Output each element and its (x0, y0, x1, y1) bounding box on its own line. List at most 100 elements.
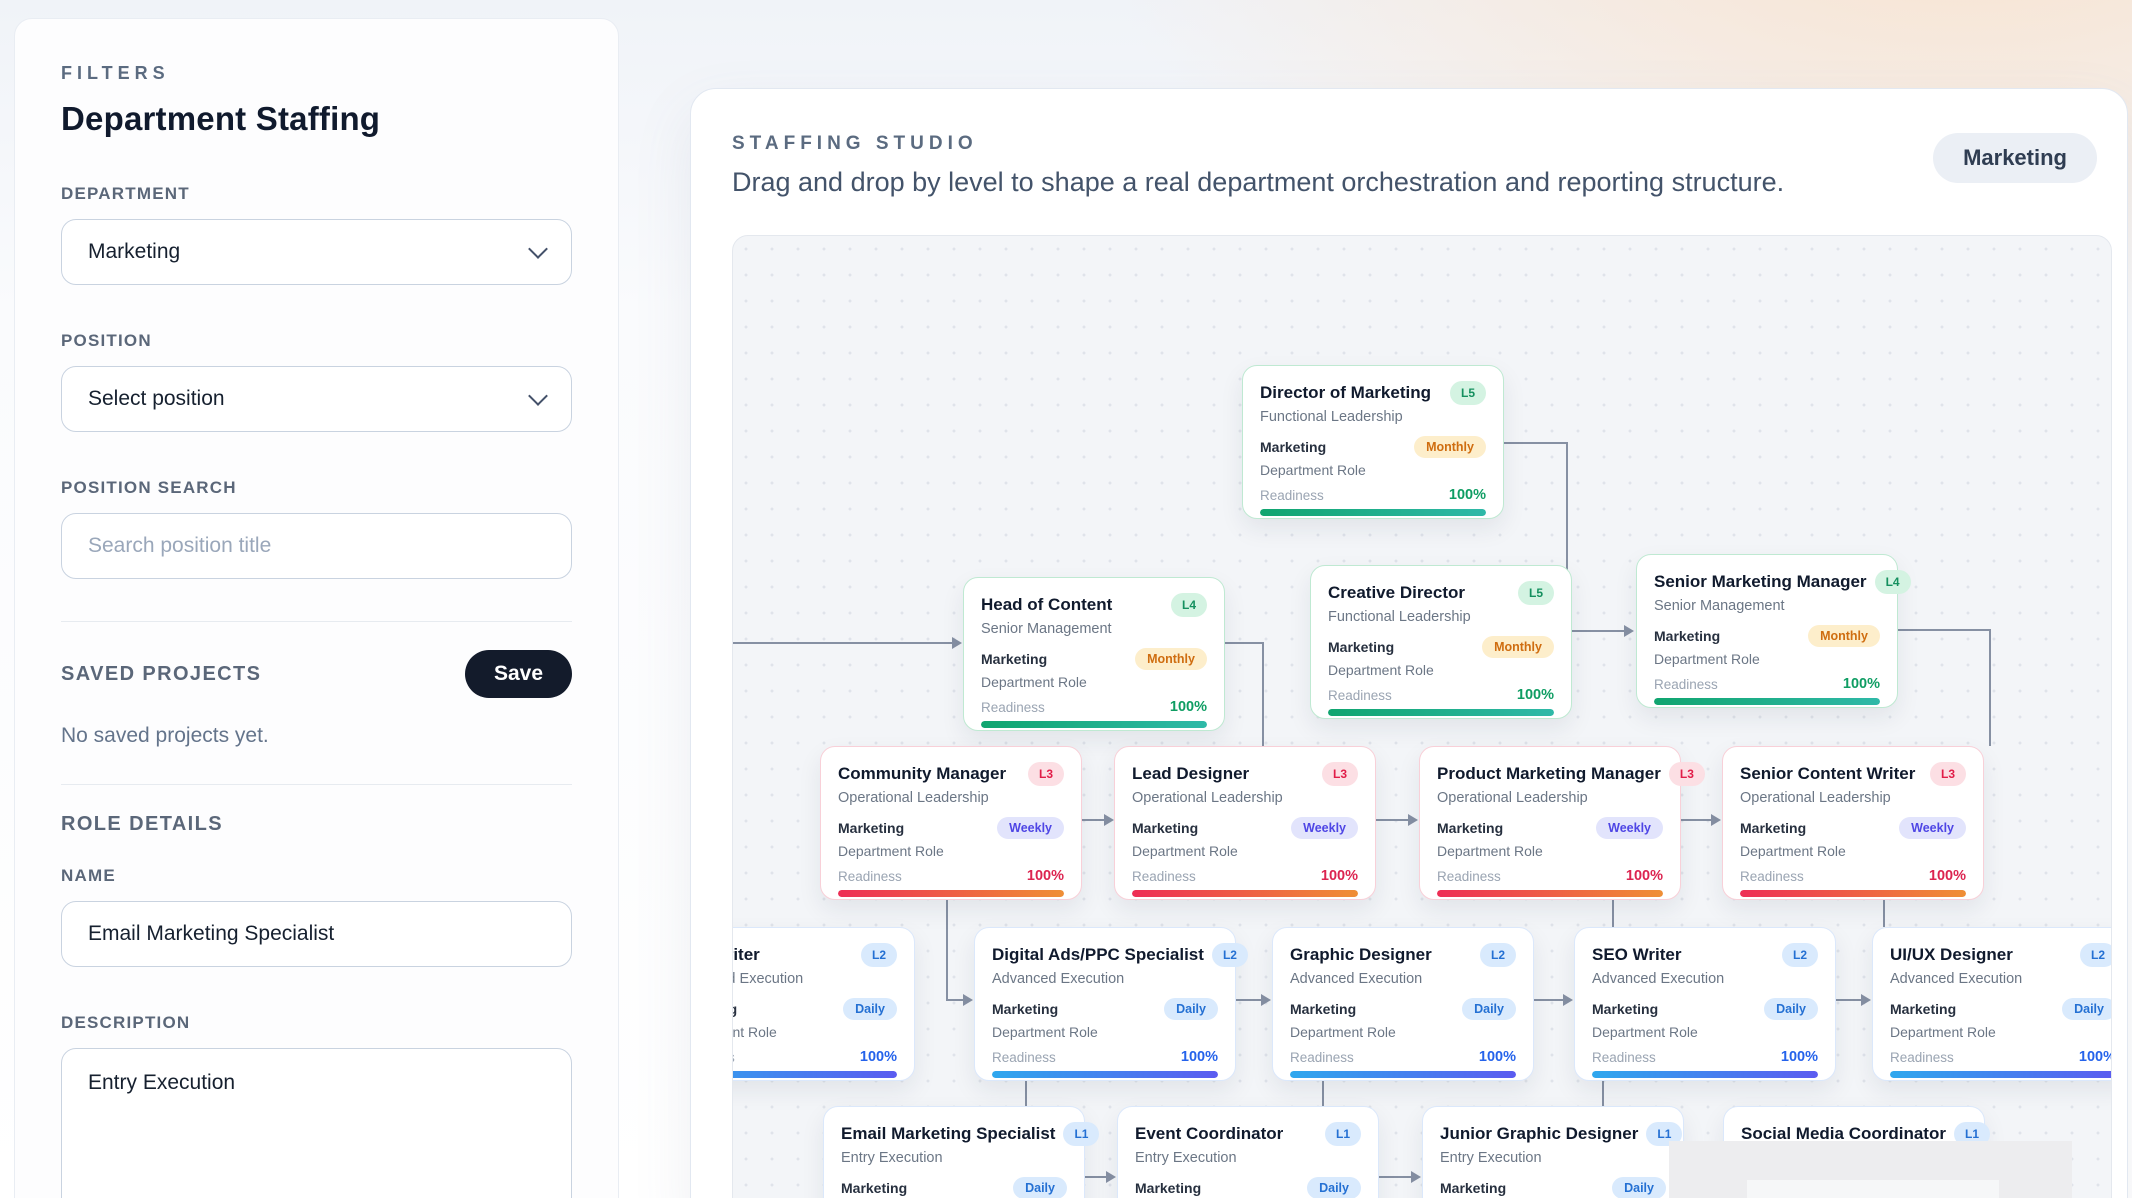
readiness-label: Readiness (1740, 868, 1804, 884)
card-subtitle: Senior Management (1654, 598, 1785, 614)
org-card[interactable]: Product Marketing Manager L3 Operational… (1419, 746, 1705, 900)
org-card[interactable]: SEO Writer L2 Advanced Execution Marketi… (1574, 927, 1836, 1081)
readiness-bar (1328, 709, 1554, 716)
role-details-label: ROLE DETAILS (61, 813, 223, 835)
readiness-bar-fill (1740, 890, 1966, 897)
card-role-label: Department Role (838, 843, 944, 859)
readiness-bar (1260, 509, 1486, 516)
connector-arrow (1261, 994, 1271, 1006)
level-badge: L4 (1874, 570, 1911, 594)
readiness-label: Readiness (1132, 868, 1196, 884)
org-card[interactable]: Lead Designer L3 Operational Leadership … (1114, 746, 1376, 900)
org-card[interactable]: Event Coordinator L1 Entry Execution Mar… (1117, 1106, 1379, 1198)
org-chart-canvas[interactable]: Director of Marketing L5 Functional Lead… (732, 235, 2112, 1198)
card-role-label: Department Role (992, 1024, 1098, 1040)
connector-line (1836, 999, 1861, 1001)
connector-line (1566, 442, 1568, 632)
card-title: Junior Graphic Designer (1440, 1124, 1639, 1143)
org-card[interactable]: Head of Content L4 Senior Management Mar… (963, 577, 1225, 731)
cadence-badge: Daily (1013, 1177, 1067, 1198)
card-title: Head of Content (981, 595, 1113, 614)
card-title: Community Manager (838, 764, 1007, 783)
saved-projects-label: SAVED PROJECTS (61, 662, 262, 685)
card-title: Event Coordinator (1135, 1124, 1284, 1143)
level-badge: L2 (1781, 943, 1818, 967)
card-department: Marketing (981, 651, 1048, 667)
cadence-badge: Weekly (1596, 817, 1663, 839)
save-button[interactable]: Save (464, 650, 572, 698)
readiness-bar (1132, 890, 1358, 897)
org-card[interactable]: Creative Director L5 Functional Leadersh… (1310, 565, 1572, 719)
department-select[interactable]: Marketing (61, 219, 572, 285)
position-search-label: POSITION SEARCH (61, 478, 237, 497)
card-role-label: Department Role (1654, 651, 1760, 667)
org-card[interactable]: Email Marketing Specialist L1 Entry Exec… (823, 1106, 1100, 1198)
readiness-bar (1890, 1071, 2111, 1078)
readiness-value: 100% (1180, 1049, 1218, 1065)
org-card[interactable]: Graphic Designer L2 Advanced Execution M… (1272, 927, 1534, 1081)
studio-kicker: STAFFING STUDIO (732, 133, 978, 154)
department-badge: Marketing (1933, 133, 2097, 183)
readiness-label: Readiness (1654, 676, 1718, 692)
org-card[interactable]: Junior Graphic Designer L1 Entry Executi… (1422, 1106, 1684, 1198)
readiness-value: 100% (859, 1049, 897, 1065)
org-card[interactable]: UI/UX Designer L2 Advanced Execution Mar… (1872, 927, 2111, 1081)
role-description-textarea[interactable]: Entry Execution (61, 1048, 572, 1198)
saved-projects-empty-text: No saved projects yet. (61, 724, 269, 747)
level-badge: L5 (1517, 581, 1554, 605)
card-subtitle: Entry Execution (1440, 1150, 1542, 1166)
connector-line (733, 642, 952, 644)
connector-arrow (952, 637, 962, 649)
readiness-bar (981, 721, 1207, 728)
card-subtitle: Entry Execution (1135, 1150, 1237, 1166)
connector-line (1376, 819, 1408, 821)
position-search-input[interactable] (61, 513, 572, 579)
card-department: Marketing (1440, 1180, 1507, 1196)
card-department: Marketing (1290, 1001, 1357, 1017)
studio-subtitle: Drag and drop by level to shape a real d… (732, 167, 1785, 197)
readiness-bar (1437, 890, 1663, 897)
readiness-bar (733, 1071, 897, 1078)
cadence-badge: Weekly (1899, 817, 1966, 839)
cadence-badge: Monthly (1135, 648, 1207, 670)
filters-kicker: FILTERS (61, 63, 170, 83)
org-card[interactable]: Digital Ads/PPC Specialist L2 Advanced E… (974, 927, 1248, 1081)
role-name-input[interactable] (61, 901, 572, 967)
card-title: Creative Director (1328, 583, 1466, 602)
card-title: SEO Writer (1592, 945, 1682, 964)
readiness-label: Readiness (1890, 1049, 1954, 1065)
card-subtitle: Operational Leadership (1740, 790, 1891, 806)
readiness-value: 100% (1026, 868, 1064, 884)
chevron-down-icon (528, 386, 548, 406)
name-label: NAME (61, 866, 116, 885)
card-department: Marketing (838, 820, 905, 836)
org-card[interactable]: Copywriter L2 Advanced Execution Marketi… (733, 927, 915, 1081)
org-card[interactable]: Community Manager L3 Operational Leaders… (820, 746, 1082, 900)
position-select[interactable]: Select position (61, 366, 572, 432)
connector-line (1082, 819, 1106, 821)
card-role-label: Department Role (1592, 1024, 1698, 1040)
cadence-badge: Daily (1612, 1177, 1666, 1198)
card-title: UI/UX Designer (1890, 945, 2013, 964)
overlay-block (1747, 1180, 1999, 1198)
level-badge: L2 (860, 943, 897, 967)
readiness-bar-fill (1260, 509, 1486, 516)
readiness-bar-fill (1132, 890, 1358, 897)
card-department: Marketing (992, 1001, 1059, 1017)
description-label: DESCRIPTION (61, 1013, 191, 1032)
org-card[interactable]: Senior Marketing Manager L4 Senior Manag… (1636, 554, 1911, 708)
org-card[interactable]: Senior Content Writer L3 Operational Lea… (1722, 746, 1984, 900)
cadence-badge: Monthly (1808, 625, 1880, 647)
readiness-label: Readiness (1592, 1049, 1656, 1065)
connector-line (1883, 900, 1885, 927)
card-title: Product Marketing Manager (1437, 764, 1661, 783)
org-card[interactable]: Director of Marketing L5 Functional Lead… (1242, 365, 1504, 519)
readiness-bar (1290, 1071, 1516, 1078)
readiness-value: 100% (1320, 868, 1358, 884)
connector-arrow (1711, 814, 1721, 826)
connector-line (1534, 999, 1563, 1001)
connector-line (1612, 900, 1614, 927)
card-title: Email Marketing Specialist (841, 1124, 1056, 1143)
connector-arrow (1408, 814, 1418, 826)
